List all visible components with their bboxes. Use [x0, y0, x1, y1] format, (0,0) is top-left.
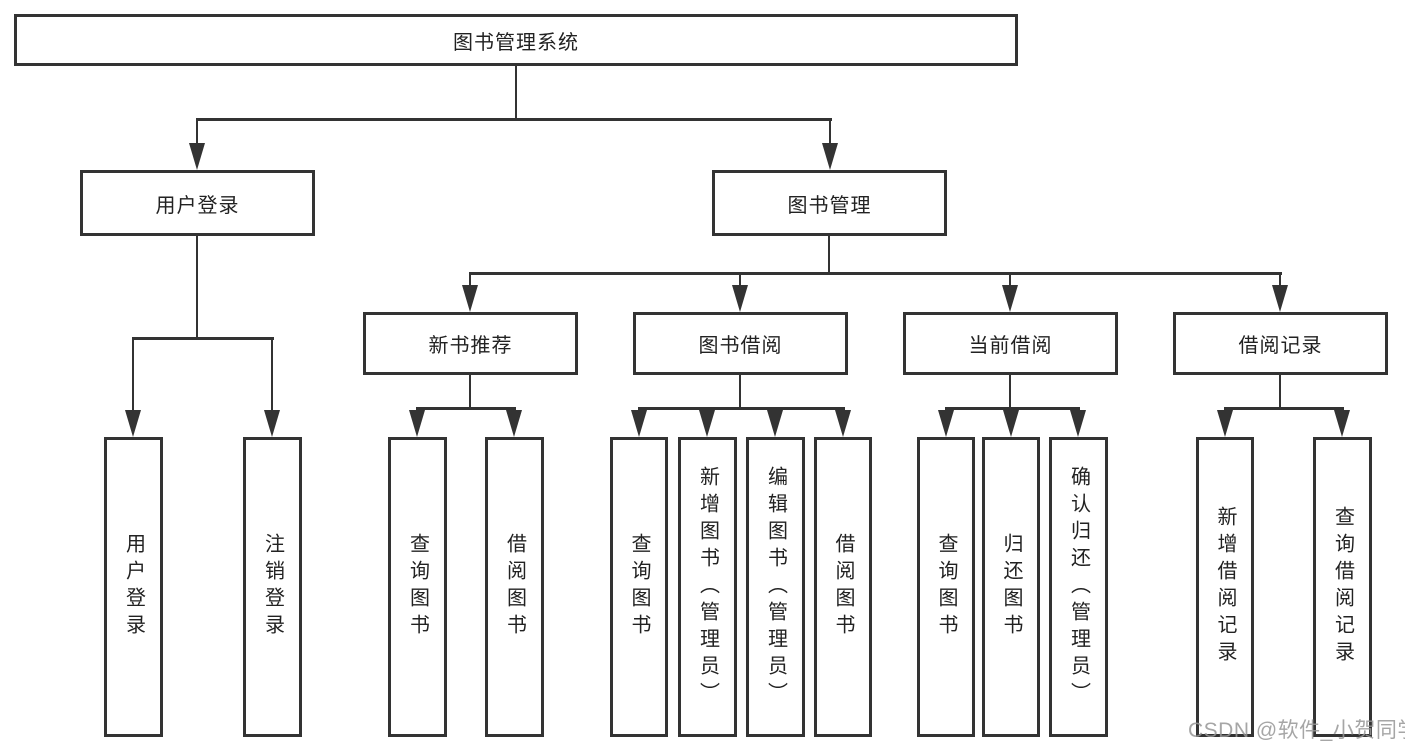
arrowhead-down-icon [1334, 410, 1350, 437]
arrowhead-down-icon [1070, 410, 1086, 437]
arrowhead-down-icon [1272, 285, 1288, 312]
node-borrow-records: 借阅记录 [1173, 312, 1388, 375]
leaf-borrow-book-2: 借阅图书 [814, 437, 872, 737]
node-current-borrow: 当前借阅 [903, 312, 1118, 375]
arrowhead-down-icon [699, 410, 715, 437]
connector-bar [195, 118, 833, 121]
connector-drop [270, 337, 274, 427]
leaf-query-book-2: 查询图书 [610, 437, 668, 737]
arrowhead-down-icon [189, 143, 205, 170]
arrowhead-down-icon [462, 285, 478, 312]
arrowhead-down-icon [125, 410, 141, 437]
leaf-add-book-admin: 新增图书（管理员） [678, 437, 737, 737]
leaf-add-borrow-record: 新增借阅记录 [1196, 437, 1254, 737]
connector-bar [637, 407, 846, 410]
connector-stem [738, 375, 742, 407]
leaf-return-book: 归还图书 [982, 437, 1040, 737]
leaf-confirm-return-admin: 确认归还（管理员） [1049, 437, 1108, 737]
csdn-watermark: CSDN @软件_小贺同学 [1188, 719, 1405, 742]
leaf-query-book-3: 查询图书 [917, 437, 975, 737]
arrowhead-down-icon [1003, 410, 1019, 437]
node-book-management: 图书管理 [712, 170, 947, 236]
arrowhead-down-icon [409, 410, 425, 437]
arrowhead-down-icon [732, 285, 748, 312]
node-user-login: 用户登录 [80, 170, 315, 236]
connector-stem [1278, 375, 1282, 407]
leaf-borrow-book-1: 借阅图书 [485, 437, 544, 737]
connector-drop [131, 337, 135, 427]
connector-stem [1008, 375, 1012, 407]
connector-drop [828, 118, 832, 160]
connector-bar [468, 272, 1283, 275]
leaf-query-borrow-record: 查询借阅记录 [1313, 437, 1372, 737]
leaf-query-book-1: 查询图书 [388, 437, 447, 737]
arrowhead-down-icon [1217, 410, 1233, 437]
connector-drop [195, 118, 199, 160]
connector-stem [195, 236, 199, 337]
leaf-edit-book-admin: 编辑图书（管理员） [746, 437, 805, 737]
connector-bar [1223, 407, 1345, 410]
connector-stem [514, 66, 518, 118]
arrowhead-down-icon [835, 410, 851, 437]
node-root: 图书管理系统 [14, 14, 1018, 66]
arrowhead-down-icon [1002, 285, 1018, 312]
arrowhead-down-icon [822, 143, 838, 170]
arrowhead-down-icon [938, 410, 954, 437]
arrowhead-down-icon [264, 410, 280, 437]
connector-bar [415, 407, 517, 410]
connector-stem [468, 375, 472, 407]
connector-bar [944, 407, 1081, 410]
arrowhead-down-icon [767, 410, 783, 437]
connector-stem [827, 236, 831, 272]
node-book-borrow: 图书借阅 [633, 312, 848, 375]
arrowhead-down-icon [506, 410, 522, 437]
node-new-book-recommend: 新书推荐 [363, 312, 578, 375]
connector-bar [131, 337, 275, 340]
leaf-logout: 注销登录 [243, 437, 302, 737]
arrowhead-down-icon [631, 410, 647, 437]
leaf-user-login: 用户登录 [104, 437, 163, 737]
